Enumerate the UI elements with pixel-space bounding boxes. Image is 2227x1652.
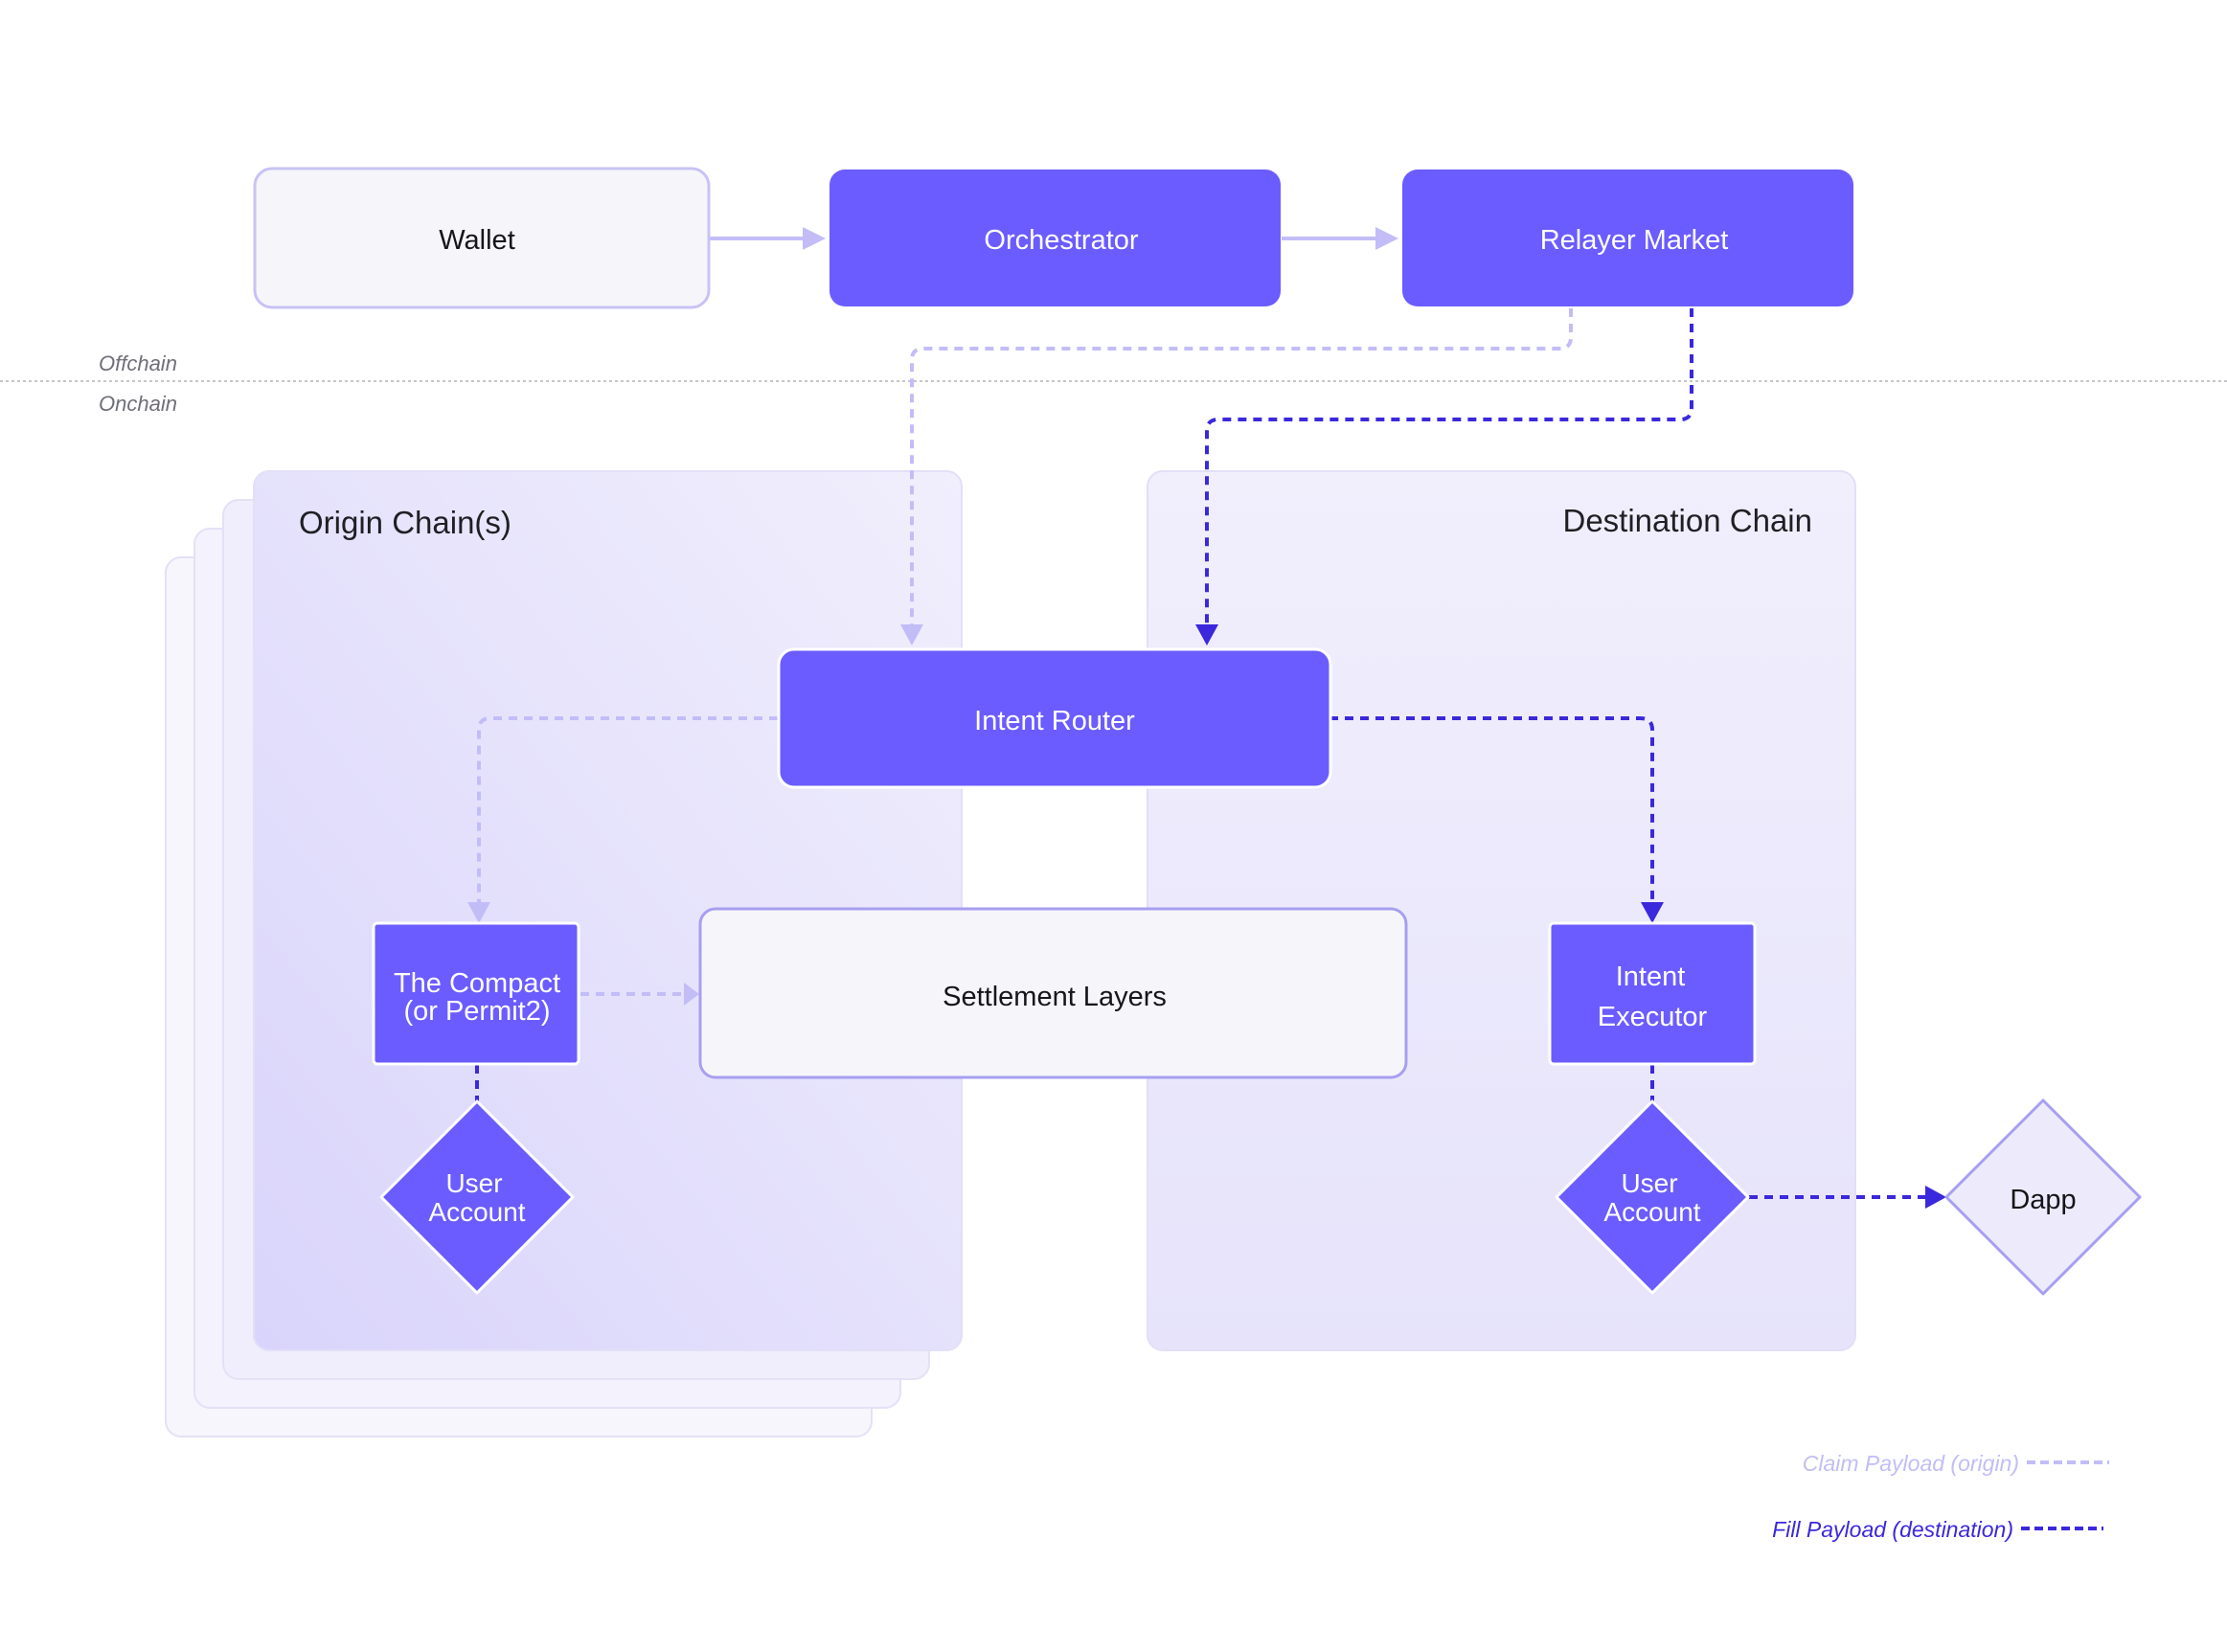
offchain-flow-arrows bbox=[710, 227, 1398, 250]
the-compact-node bbox=[372, 921, 580, 1066]
onchain-label: Onchain bbox=[99, 392, 177, 416]
orchestrator-label: Orchestrator bbox=[984, 225, 1138, 256]
claim-payload-edges bbox=[477, 308, 1573, 996]
orchestrator-node bbox=[829, 170, 1281, 306]
destination-chain-title: Destination Chain bbox=[1563, 503, 1813, 538]
destination-user-account-node bbox=[1555, 1099, 1750, 1295]
wallet-node bbox=[253, 167, 711, 309]
intent-router-node bbox=[777, 647, 1332, 789]
the-compact-label-line2: (or Permit2) bbox=[403, 996, 550, 1027]
intent-executor-node bbox=[1548, 921, 1757, 1066]
fill-payload-edges bbox=[475, 308, 1929, 1199]
legend-claim-label: Claim Payload (origin) bbox=[1803, 1451, 2019, 1476]
destination-user-account-label-line1: User bbox=[1621, 1168, 1677, 1198]
relayer-market-label: Relayer Market bbox=[1540, 225, 1729, 256]
claim-arrowhead bbox=[467, 902, 490, 923]
origin-user-account-label-line2: Account bbox=[428, 1197, 525, 1227]
origin-chain-title: Origin Chain(s) bbox=[299, 505, 511, 540]
legend-fill-label: Fill Payload (destination) bbox=[1772, 1517, 2013, 1542]
intent-executor-label-line1: Intent bbox=[1616, 962, 1686, 992]
origin-user-account-node bbox=[379, 1099, 575, 1295]
relayer-market-node bbox=[1402, 170, 1853, 306]
settlement-layers-label: Settlement Layers bbox=[943, 982, 1167, 1012]
destination-user-account-label-line2: Account bbox=[1603, 1197, 1700, 1227]
dapp-node bbox=[1944, 1098, 2142, 1296]
intent-router-label: Intent Router bbox=[974, 706, 1135, 736]
intent-executor-label-line2: Executor bbox=[1598, 1002, 1708, 1032]
fill-arrowhead bbox=[1925, 1186, 1946, 1209]
the-compact-label-line1: The Compact bbox=[394, 968, 560, 999]
dapp-label: Dapp bbox=[2010, 1185, 2076, 1215]
claim-arrowhead bbox=[900, 624, 923, 645]
legend: Claim Payload (origin) Fill Payload (des… bbox=[1772, 1451, 2109, 1542]
claim-arrowhead bbox=[684, 983, 699, 1006]
settlement-layers-node bbox=[698, 907, 1408, 1079]
origin-user-account-label-line1: User bbox=[445, 1168, 502, 1198]
fill-arrowhead bbox=[1195, 624, 1218, 645]
offchain-label: Offchain bbox=[99, 351, 177, 375]
fill-arrowhead bbox=[1641, 902, 1664, 923]
wallet-label: Wallet bbox=[439, 225, 515, 256]
